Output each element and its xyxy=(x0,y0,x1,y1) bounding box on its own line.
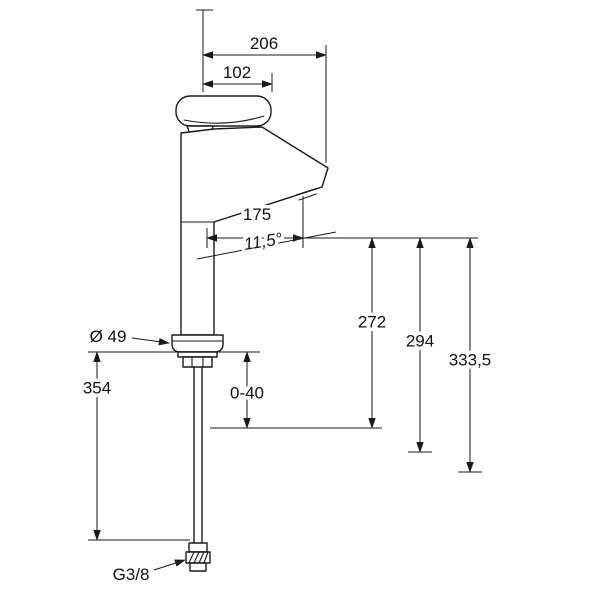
connector-collar xyxy=(188,542,208,553)
dim-label-206: 206 xyxy=(250,34,278,53)
thread-leader-line xyxy=(153,559,186,571)
dim-label-0-40: 0-40 xyxy=(230,384,264,403)
base-flange xyxy=(171,334,224,353)
handle-contour-line xyxy=(183,115,265,124)
dim-label-272: 272 xyxy=(358,313,386,332)
dim-label-333-5: 333,5 xyxy=(449,351,492,370)
dim-label-354: 354 xyxy=(83,379,111,398)
dim-label-102: 102 xyxy=(223,63,251,82)
faucet-body-and-spout xyxy=(180,126,329,336)
faucet-handle-lever xyxy=(175,95,272,127)
connector-thread-hatch xyxy=(188,551,209,564)
diameter-label: Ø 49 xyxy=(90,327,127,346)
faucet-line-art xyxy=(171,95,329,572)
dim-label-294: 294 xyxy=(406,332,434,351)
mounting-washer xyxy=(177,351,218,358)
connector-tip xyxy=(189,562,207,572)
angle-reference-line xyxy=(196,231,337,260)
angle-label: 11,5° xyxy=(243,229,284,254)
dimension-lines: 206 102 175 11,5° 272 294 333,5 0-40 354… xyxy=(79,9,495,588)
mounting-nut-facets xyxy=(191,356,204,368)
dim-label-175: 175 xyxy=(243,205,271,224)
thread-label: G3/8 xyxy=(113,565,150,584)
diameter-leader-line xyxy=(131,337,170,346)
mounting-nut xyxy=(182,356,213,368)
aerator-icon xyxy=(295,187,319,201)
